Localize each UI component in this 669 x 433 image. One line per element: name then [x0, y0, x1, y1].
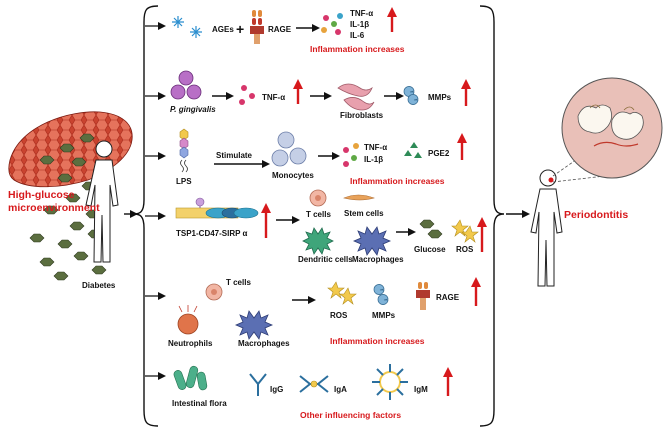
cytokine-dots-row2	[239, 85, 255, 105]
human-figure-left	[85, 140, 119, 263]
lps-label: LPS	[176, 177, 192, 186]
stimulate-label: Stimulate	[216, 151, 253, 160]
lps-icon	[179, 128, 189, 173]
teeth-closeup-icon	[561, 77, 663, 179]
macrophage-icon-row5	[234, 310, 274, 340]
ages-icon	[172, 16, 202, 38]
igm-label: IgM	[414, 385, 428, 394]
fibroblasts-icon	[337, 83, 375, 111]
dendritic-cell-icon	[302, 227, 334, 255]
iga-icon	[299, 375, 329, 393]
row6-note: Other influencing factors	[300, 410, 401, 420]
glucose-icon-row4	[419, 219, 443, 239]
rage-label: RAGE	[268, 25, 292, 34]
dendritic-cells-label: Dendritic cells	[298, 255, 353, 264]
cytokine-il6: IL-6	[350, 31, 365, 40]
neutrophil-icon	[177, 305, 199, 335]
glucose-label: Glucose	[414, 245, 446, 254]
row5-rage-label: RAGE	[436, 293, 460, 302]
title-line2: microenvironment	[8, 202, 100, 214]
intestinal-flora-label: Intestinal flora	[172, 399, 227, 408]
mmps-icon-row5	[373, 284, 389, 305]
neutrophils-label: Neutrophils	[168, 339, 213, 348]
pge2-icon	[404, 142, 422, 158]
right-bracket	[479, 5, 505, 427]
cytokine-dots-row3	[343, 143, 359, 167]
row2-tnfa: TNF-α	[262, 93, 285, 102]
tsp1-label: TSP1-CD47-SIRP α	[176, 229, 248, 238]
ages-label: AGEs	[212, 25, 234, 34]
plus-sign: +	[236, 21, 244, 37]
ros-icon-row4	[451, 219, 479, 243]
row5-tcells-label: T cells	[226, 278, 251, 287]
row3-tnfa: TNF-α	[364, 143, 387, 152]
iga-label: IgA	[334, 385, 347, 394]
p-gingivalis-icon	[170, 70, 202, 100]
row2-mmps-label: MMPs	[428, 93, 452, 102]
tsp1-complex-icon	[175, 197, 259, 219]
intestinal-flora-icon	[173, 365, 208, 391]
cytokine-dots-row1	[321, 13, 343, 35]
row4-ros-label: ROS	[456, 245, 474, 254]
cytokine-il1b: IL-1β	[350, 20, 369, 29]
mmps-icon	[403, 86, 419, 105]
title-line1: High-glucose	[8, 189, 75, 201]
row5-mmps-label: MMPs	[372, 311, 396, 320]
row5-macrophages-label: Macrophages	[238, 339, 290, 348]
rage-receptor-icon	[250, 10, 264, 44]
row3-il1b: IL-1β	[364, 155, 383, 164]
human-figure-right	[530, 169, 563, 287]
igg-label: IgG	[270, 385, 283, 394]
stem-cells-label: Stem cells	[344, 209, 384, 218]
t-cell-icon-row5	[205, 283, 223, 301]
cytokine-tnfa: TNF-α	[350, 9, 373, 18]
row-entry-arrows	[145, 22, 166, 380]
diabetes-label: Diabetes	[82, 281, 116, 290]
stem-cells-icon	[343, 194, 375, 201]
periodontitis-label: Periodontitis	[564, 209, 628, 221]
t-cell-icon-row4	[309, 189, 327, 207]
p-gingivalis-label: P. gingivalis	[170, 105, 216, 114]
monocytes-label: Monocytes	[272, 171, 314, 180]
row5-note: Inflammation increases	[330, 336, 425, 346]
row4-macrophages-label: Macrophages	[352, 255, 404, 264]
ros-icon-row5	[327, 281, 357, 305]
pge2-label: PGE2	[428, 149, 450, 158]
row3-note: Inflammation increases	[350, 176, 445, 186]
row5-ros-label: ROS	[330, 311, 348, 320]
monocytes-icon	[271, 131, 307, 167]
rage-icon-row5	[416, 282, 430, 310]
row4-tcells-label: T cells	[306, 210, 331, 219]
row1-note: Inflammation increases	[310, 44, 405, 54]
igm-icon	[372, 364, 408, 400]
fibroblasts-label: Fibroblasts	[340, 111, 384, 120]
igg-icon	[249, 373, 267, 396]
macrophage-icon-row4	[352, 226, 392, 256]
